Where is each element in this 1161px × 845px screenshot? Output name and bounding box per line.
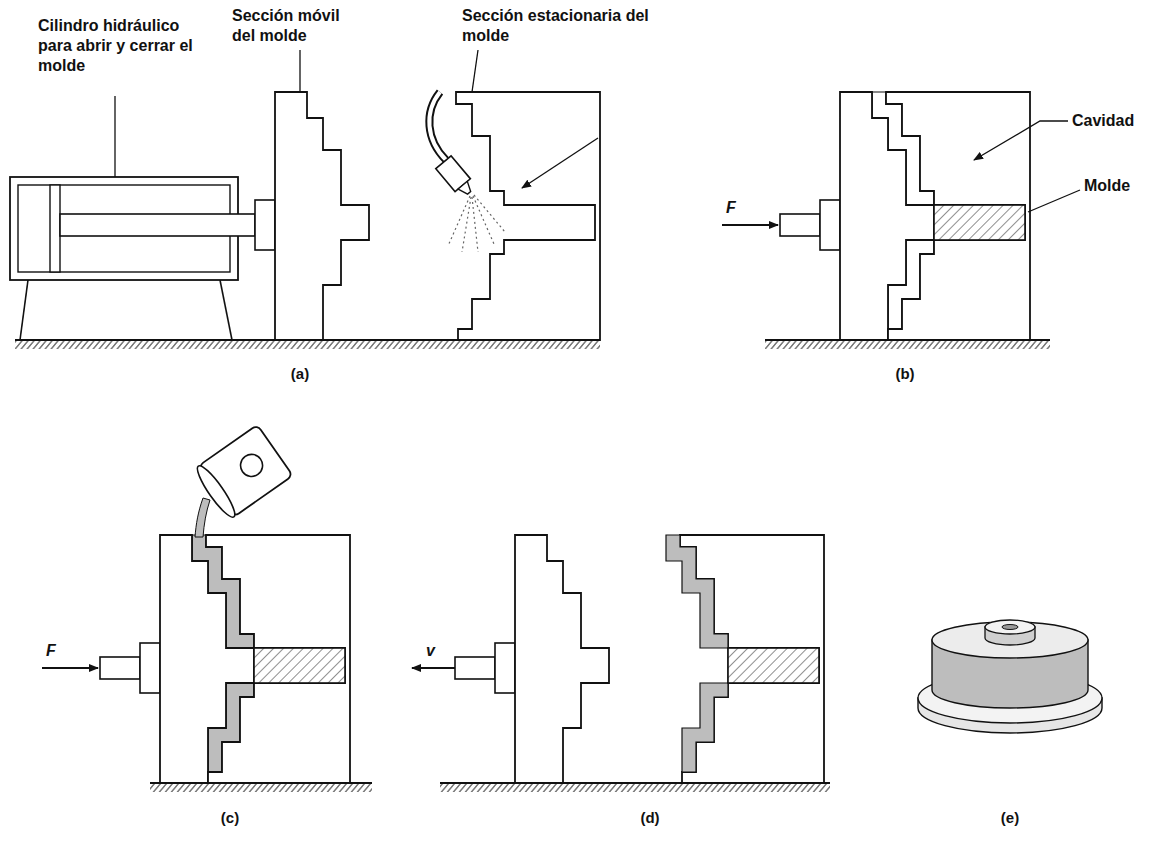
force-label: F <box>46 641 76 661</box>
part-label: Molde <box>1084 176 1154 196</box>
panel-label: (c) <box>200 808 260 828</box>
panel-label: (e) <box>980 808 1040 828</box>
part-label: Sección estacionaria del molde <box>462 6 652 46</box>
part-label: Cilindro hidráulico para abrir y cerrar … <box>38 16 216 76</box>
part-label: Cavidad <box>1072 111 1152 131</box>
panel-label: (a) <box>270 364 330 384</box>
panel-label: (b) <box>875 364 935 384</box>
part-label: Sección móvil del molde <box>232 6 362 46</box>
force-label: v <box>426 641 456 661</box>
force-label: F <box>726 198 756 218</box>
panel-label: (d) <box>620 808 680 828</box>
